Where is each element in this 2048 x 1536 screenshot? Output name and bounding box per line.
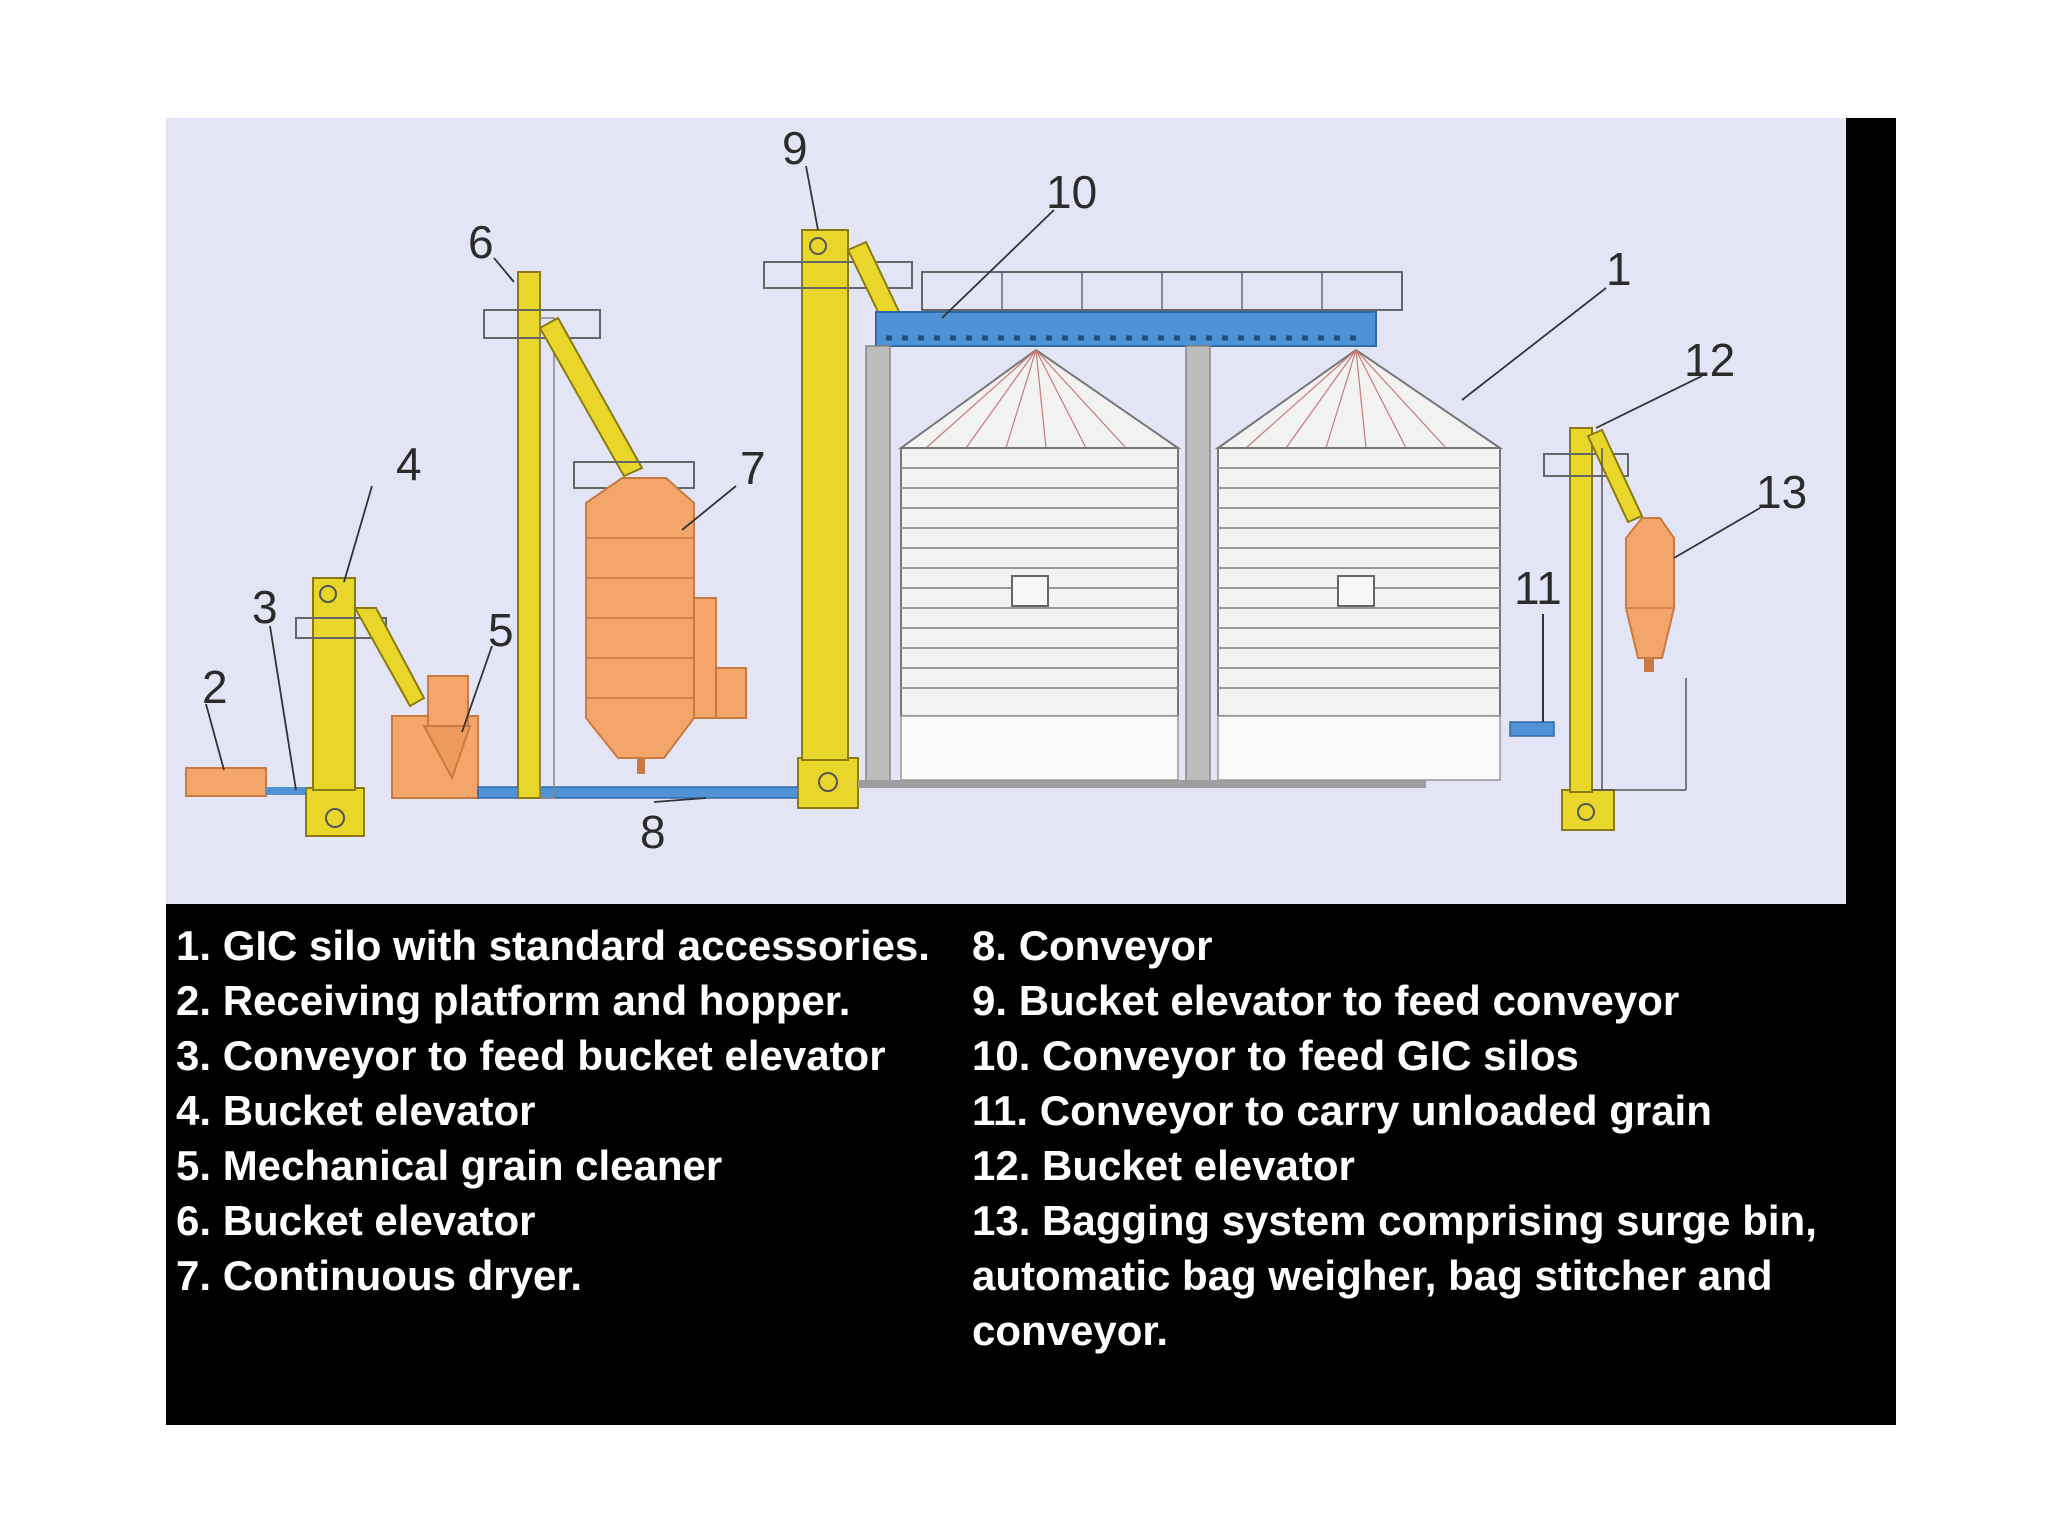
callout-9: 9 <box>782 122 808 174</box>
legend-item-13: 13. Bagging system comprising surge bin,… <box>972 1197 1817 1354</box>
silo-base <box>858 780 1426 788</box>
callout-lines <box>205 165 1761 803</box>
legend-left-column: 1. GIC silo with standard accessories. 2… <box>176 918 966 1303</box>
legend-item-11: 11. Conveyor to carry unloaded grain <box>972 1087 1712 1134</box>
callout-1: 1 <box>1606 243 1632 295</box>
legend-item-4: 4. Bucket elevator <box>176 1087 536 1134</box>
legend-item-2: 2. Receiving platform and hopper. <box>176 977 851 1024</box>
callout-13: 13 <box>1756 466 1807 518</box>
callout-2: 2 <box>202 661 228 713</box>
callout-7: 7 <box>740 442 766 494</box>
callout-6: 6 <box>468 216 494 268</box>
callout-8: 8 <box>640 806 666 858</box>
legend-item-7: 7. Continuous dryer. <box>176 1252 583 1299</box>
bucket-elevator-12 <box>1543 427 1687 831</box>
silo-support-left <box>865 345 891 787</box>
legend-right-column: 8. Conveyor 9. Bucket elevator to feed c… <box>972 918 1892 1358</box>
gic-silo-right <box>1214 348 1504 781</box>
feed-conveyor-3 <box>266 787 308 795</box>
callout-10: 10 <box>1046 166 1097 218</box>
silo-support-middle <box>1185 345 1211 787</box>
continuous-dryer-7 <box>573 461 747 774</box>
bucket-elevator-6 <box>483 271 644 799</box>
legend-item-8: 8. Conveyor <box>972 922 1213 969</box>
legend-item-9: 9. Bucket elevator to feed conveyor <box>972 977 1680 1024</box>
diagram-panel: 1 2 3 4 5 6 7 8 9 10 11 12 13 1. GIC sil… <box>166 118 1896 1425</box>
legend-item-6: 6. Bucket elevator <box>176 1197 536 1244</box>
legend-item-1: 1. GIC silo with standard accessories. <box>176 922 930 969</box>
bagging-system-13 <box>1625 517 1675 672</box>
callout-11: 11 <box>1514 562 1562 614</box>
callout-4: 4 <box>396 438 422 490</box>
legend-item-10: 10. Conveyor to feed GIC silos <box>972 1032 1579 1079</box>
legend-item-12: 12. Bucket elevator <box>972 1142 1355 1189</box>
grain-cleaner-5 <box>391 675 479 799</box>
top-conveyor-10 <box>875 271 1403 347</box>
bucket-elevator-4 <box>295 577 426 837</box>
legend-item-5: 5. Mechanical grain cleaner <box>176 1142 723 1189</box>
gic-silo-left <box>897 348 1182 781</box>
legend-item-3: 3. Conveyor to feed bucket elevator <box>176 1032 886 1079</box>
bucket-elevator-9 <box>763 229 913 809</box>
grain-handling-diagram: 1 2 3 4 5 6 7 8 9 10 11 12 13 <box>166 118 1846 904</box>
callout-5: 5 <box>488 604 514 656</box>
unloading-conveyor-11 <box>1509 721 1555 737</box>
callout-3: 3 <box>252 581 278 633</box>
receiving-hopper <box>185 767 267 797</box>
callout-12: 12 <box>1684 334 1735 386</box>
